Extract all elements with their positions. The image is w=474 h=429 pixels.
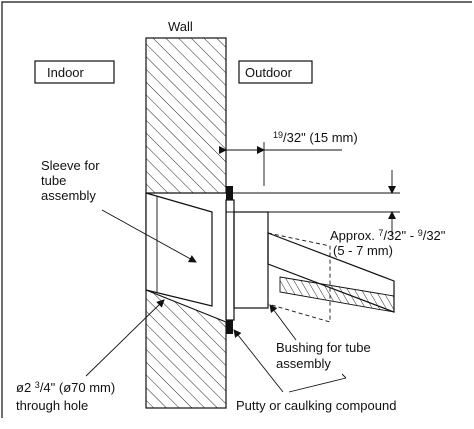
approx-label: Approx. 7/32" - 9/32" <box>330 228 446 243</box>
putty-leader-left <box>233 329 284 393</box>
frame-border <box>1 1 472 418</box>
cover-dashed-outline <box>267 232 331 323</box>
hole-label-line1: ø2 3/4" (ø70 mm) <box>16 380 115 395</box>
bushing-label-line1: Bushing for tube <box>276 340 371 355</box>
indoor-label: Indoor <box>47 65 85 80</box>
bushing-flange <box>225 199 235 321</box>
bushing-leader <box>269 304 297 341</box>
outdoor-label: Outdoor <box>245 65 293 80</box>
bushing-body <box>233 211 269 309</box>
hole-label-line2: through hole <box>16 398 88 413</box>
putty-leader-right <box>288 377 347 393</box>
sleeve-label-line1: Sleeve for <box>41 158 100 173</box>
tube-insulation <box>279 276 395 313</box>
hole-leader <box>85 299 165 377</box>
sleeve-label-line2: tube <box>41 173 66 188</box>
putty-label: Putty or caulking compound <box>236 398 396 413</box>
wall-label: Wall <box>168 19 193 34</box>
sleeve-label-line3: assembly <box>41 188 96 203</box>
approx-label-mm: (5 - 7 mm) <box>333 243 393 258</box>
outdoor-box <box>238 60 313 84</box>
indoor-box <box>34 60 115 84</box>
through-hole <box>146 193 226 322</box>
bushing-label-line2: assembly <box>276 356 331 371</box>
dim-top-label: 19/32" (15 mm) <box>273 130 358 145</box>
sleeve-leader <box>101 209 197 263</box>
putty-bottom <box>226 320 233 334</box>
